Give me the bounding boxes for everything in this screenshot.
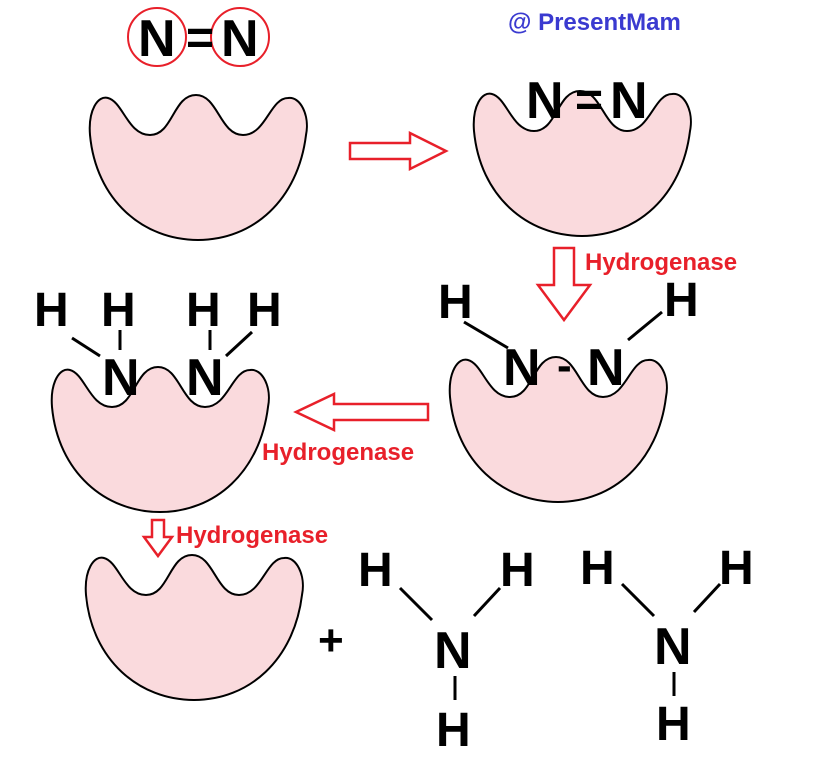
- step3-n2h2: H H N - N: [438, 274, 699, 397]
- highlight-circle-right: [210, 7, 270, 67]
- bond: [472, 586, 502, 618]
- arrow-down-small: [141, 518, 175, 559]
- atom-h: H: [358, 544, 393, 597]
- atom-n: N: [138, 10, 176, 68]
- atom-n: N: [102, 349, 140, 407]
- bond: [224, 330, 254, 358]
- step2-bound-n2: N = N: [526, 72, 648, 130]
- atom-n: N: [221, 10, 259, 68]
- atom-n: N: [186, 349, 224, 407]
- atom-h: H: [664, 274, 699, 327]
- plus-sign: +: [318, 616, 344, 665]
- atom-h: H: [34, 284, 69, 337]
- arrow-down: [535, 246, 593, 323]
- atom-h: H: [719, 542, 754, 595]
- atom-h: H: [436, 704, 471, 757]
- bond: [463, 320, 509, 350]
- step4-n2h4: H H H H N N: [34, 284, 282, 407]
- bond: [627, 310, 663, 342]
- hydrogenase-label: Hydrogenase: [585, 249, 737, 276]
- atom-h: H: [186, 284, 221, 337]
- atom-h: H: [247, 284, 282, 337]
- arrow-left: [293, 392, 430, 432]
- arrow-right: [348, 130, 449, 172]
- atom-n: N: [503, 339, 541, 397]
- step1-n2-molecule: N = N: [127, 7, 270, 68]
- hydrogenase-label: Hydrogenase: [262, 439, 414, 466]
- enzyme-4: [50, 366, 270, 513]
- atom-h: H: [438, 276, 473, 329]
- atom-h: H: [580, 542, 615, 595]
- bond: [620, 582, 656, 618]
- bond: [398, 586, 434, 622]
- hydrogenase-label: Hydrogenase: [176, 522, 328, 549]
- bond: [71, 336, 101, 358]
- atom-h: H: [101, 284, 136, 337]
- atom-n: N: [610, 72, 648, 130]
- double-bond: =: [575, 74, 603, 127]
- enzyme-1: [88, 94, 308, 241]
- double-bond: =: [186, 12, 214, 65]
- atom-n: N: [526, 72, 564, 130]
- atom-n: N: [654, 618, 692, 676]
- ammonia-molecule-2: H H N H: [580, 542, 754, 751]
- atom-h: H: [500, 544, 535, 597]
- highlight-circle-left: [127, 7, 187, 67]
- atom-h: H: [656, 698, 691, 751]
- watermark: @ PresentMam: [508, 9, 681, 36]
- bond: [692, 582, 722, 614]
- ammonia-molecule-1: H H N H: [358, 544, 535, 757]
- single-bond: -: [557, 341, 572, 390]
- enzyme-5: [84, 554, 304, 701]
- atom-n: N: [434, 622, 472, 680]
- atom-n: N: [587, 339, 625, 397]
